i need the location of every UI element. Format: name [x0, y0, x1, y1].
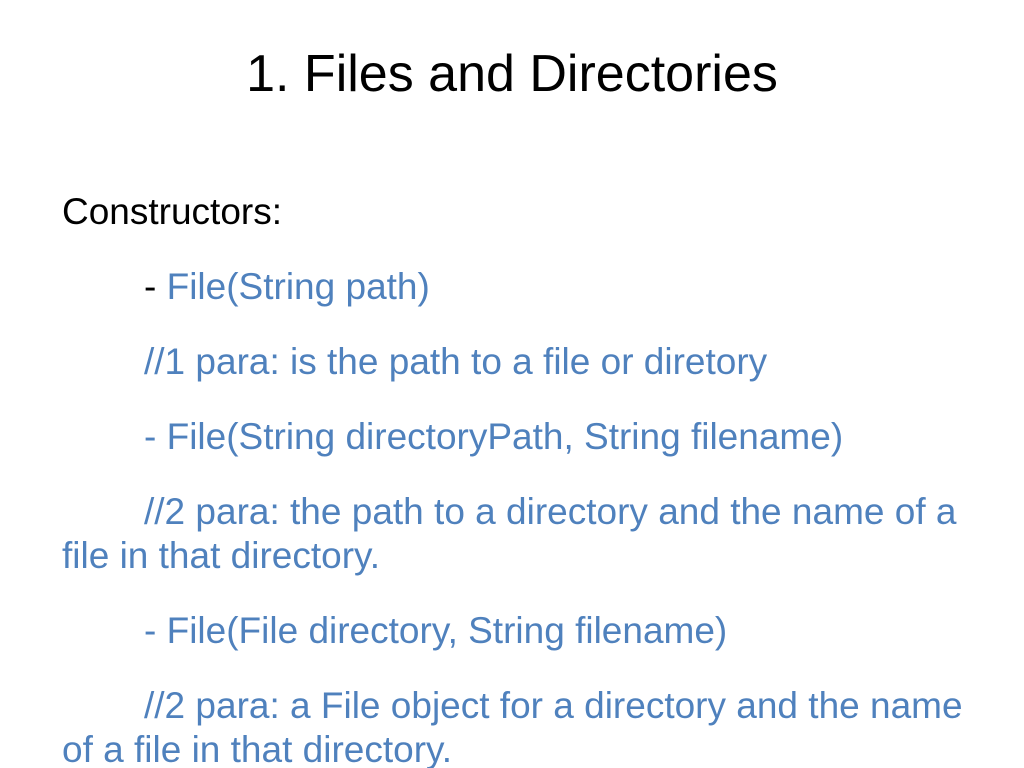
comment-line-2: //2 para: the path to a directory and th…: [62, 491, 957, 576]
slide-title: 1. Files and Directories: [246, 45, 778, 103]
constructors-heading: Constructors:: [62, 191, 283, 232]
slide-body: Constructors: - File(String path) //1 pa…: [62, 190, 982, 768]
constructor-line-2: - File(String directoryPath, String file…: [144, 416, 844, 457]
constructor-signature: File(String path): [166, 266, 430, 307]
bullet-dash: -: [144, 266, 167, 307]
constructor-line-3: - File(File directory, String filename): [144, 610, 728, 651]
comment-line-3: //2 para: a File object for a directory …: [62, 685, 963, 768]
comment-line-1: //1 para: is the path to a file or diret…: [144, 341, 768, 382]
constructor-line-1: - File(String path): [62, 265, 982, 309]
